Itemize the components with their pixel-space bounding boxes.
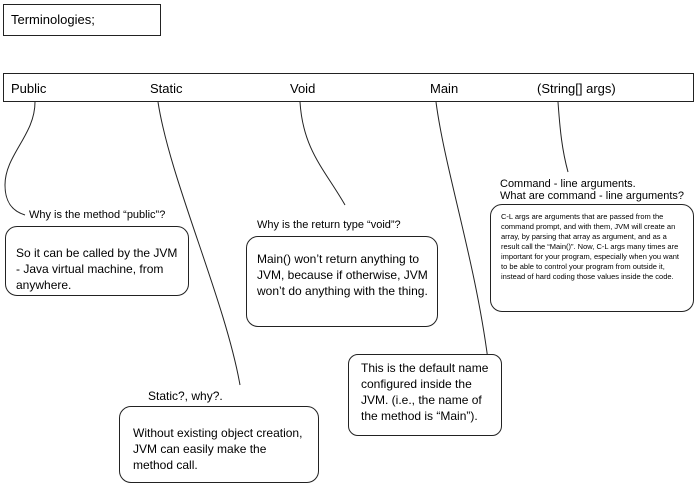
static-answer: Without existing object creation, JVM ca… — [133, 426, 303, 472]
args-answer: C-L args are arguments that are passed f… — [501, 212, 680, 281]
void-answer: Main() won’t return anything to JVM, bec… — [257, 252, 428, 298]
keyword-static: Static — [150, 81, 183, 96]
static-connector — [157, 101, 241, 386]
keyword-void: Void — [290, 81, 316, 96]
public-question: Why is the method “public”? — [29, 209, 166, 221]
public-connector — [4, 101, 36, 216]
page-title: Terminologies; — [3, 4, 161, 36]
public-answer-callout: So it can be called by the JVM - Java vi… — [5, 226, 189, 296]
keyword-public: Public — [11, 81, 47, 96]
keyword-args: (String[] args) — [537, 81, 616, 96]
args-answer-callout: C-L args are arguments that are passed f… — [490, 204, 694, 312]
void-answer-callout: Main() won’t return anything to JVM, bec… — [246, 236, 438, 327]
void-connector — [299, 101, 346, 206]
keyword-main: Main — [430, 81, 459, 96]
void-question: Why is the return type “void”? — [257, 219, 401, 231]
args-heading-line2: What are command - line arguments? — [500, 190, 685, 202]
public-answer: So it can be called by the JVM - Java vi… — [16, 246, 178, 292]
main-connector — [435, 101, 489, 361]
main-answer: This is the default name configured insi… — [361, 361, 489, 423]
method-signature-bar — [3, 73, 694, 102]
main-answer-callout: This is the default name configured insi… — [348, 354, 502, 436]
static-question: Static?, why?. — [148, 389, 223, 403]
args-heading-line1: Command - line arguments. — [500, 178, 636, 190]
args-connector — [557, 101, 569, 173]
static-answer-callout: Without existing object creation, JVM ca… — [119, 406, 319, 483]
